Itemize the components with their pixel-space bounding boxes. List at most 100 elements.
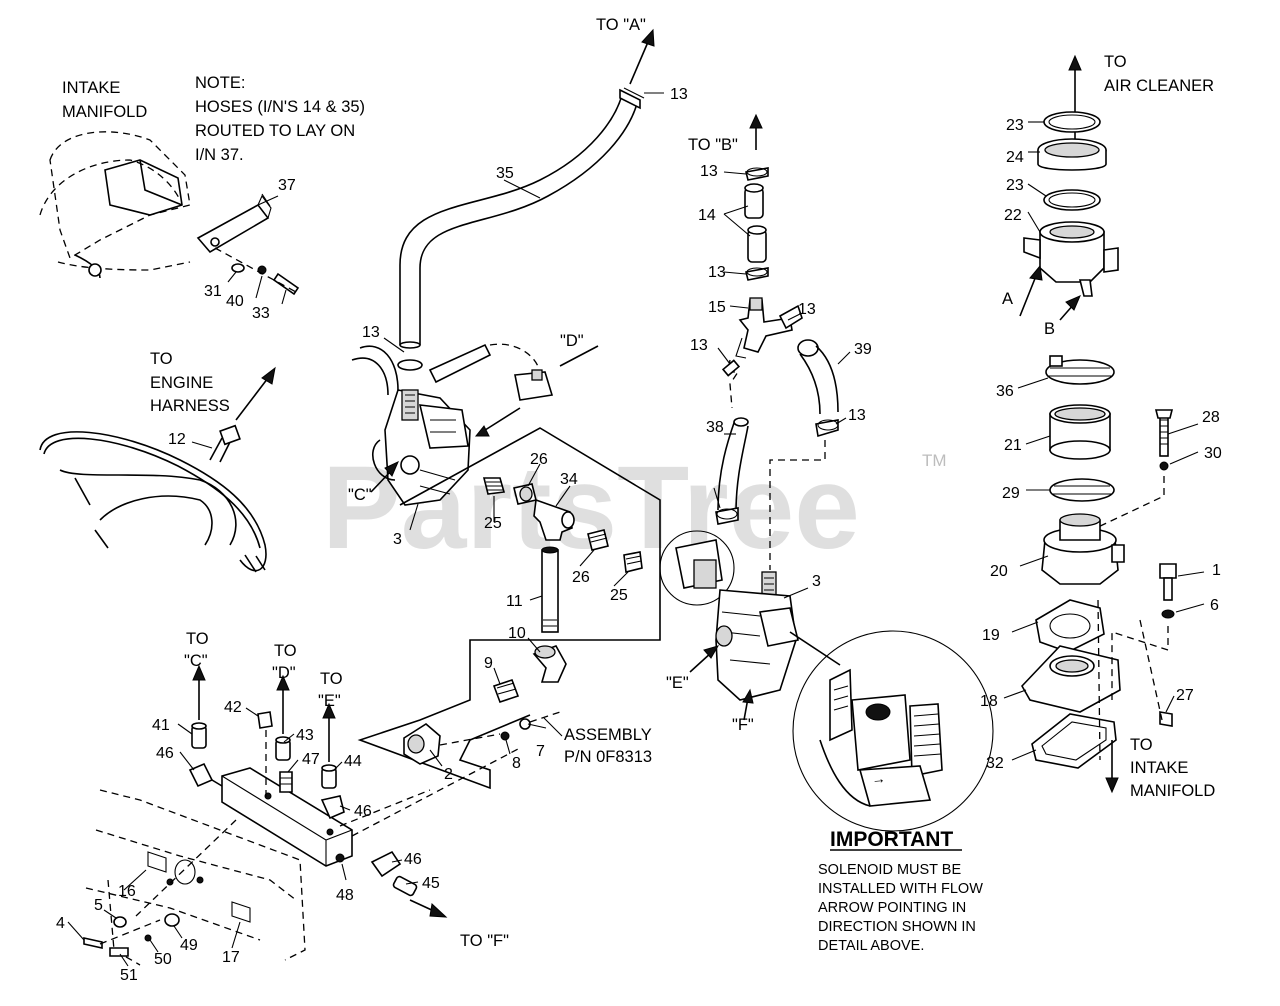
- part-label-39: 39: [854, 341, 872, 358]
- part-label-3-left: 3: [393, 531, 402, 548]
- part-label-27: 27: [1176, 687, 1194, 704]
- part-label-41: 41: [152, 717, 170, 734]
- part-label-4: 4: [56, 915, 65, 932]
- ring-24: [1037, 138, 1107, 171]
- cap-45: [392, 875, 418, 897]
- part-label-45: 45: [422, 875, 440, 892]
- arrowhead-e: [703, 645, 720, 659]
- solenoid-flow-arrow-text: →: [871, 770, 886, 787]
- part-label-51: 51: [120, 967, 138, 984]
- callout-f: "F": [732, 716, 754, 734]
- washer-8: [500, 731, 510, 741]
- arrow-c: [370, 469, 393, 493]
- watermark-tm: TM: [922, 451, 947, 470]
- arrowhead-a: [1029, 264, 1043, 281]
- part-label-38: 38: [706, 419, 724, 436]
- to-d-label: TO "D": [272, 642, 301, 682]
- part-label-46-left: 46: [156, 745, 174, 762]
- clamp-13-b: [745, 167, 769, 181]
- tee-15: [735, 297, 793, 359]
- fitting-26-top: [513, 483, 537, 505]
- to-a-label: TO "A": [596, 16, 646, 34]
- connector-d: [514, 369, 554, 401]
- nut-30: [1159, 461, 1169, 471]
- assembly-outline: [357, 427, 661, 790]
- part-label-20: 20: [990, 563, 1008, 580]
- part-label-13-f: 13: [798, 301, 816, 318]
- nut-27: [1159, 711, 1173, 727]
- clamp-36: [1045, 355, 1115, 385]
- washer-6: [1161, 609, 1175, 619]
- gasket-32: [1031, 713, 1117, 769]
- part-label-2: 2: [444, 766, 453, 783]
- bolt-51: [109, 947, 129, 957]
- fitting-46-bottom: [370, 850, 402, 878]
- part-label-48: 48: [336, 887, 354, 904]
- arrowhead-to-e: [322, 702, 336, 719]
- dash-hardware: [99, 919, 161, 945]
- clamp-13-c: [745, 267, 769, 281]
- clamp-13-f: [715, 507, 739, 525]
- clamp-13-e: [815, 419, 839, 438]
- part-label-25-left: 25: [484, 515, 502, 532]
- part-label-37: 37: [278, 177, 296, 194]
- elbow-10: [532, 645, 567, 683]
- callout-e: "E": [666, 674, 689, 692]
- regulator-3-left: [371, 359, 471, 506]
- stud-28: [1154, 409, 1174, 457]
- hose-35: [399, 94, 639, 349]
- dash-block-to-panel: [135, 819, 237, 917]
- part-label-9: 9: [484, 655, 493, 672]
- leader-lines: [67, 92, 1205, 967]
- hardware-31-40-33: [214, 247, 300, 296]
- hoses-note: NOTE: HOSES (I/N'S 14 & 35) ROUTED TO LA…: [195, 74, 370, 164]
- part-label-33: 33: [252, 305, 270, 322]
- arrowhead-f: [742, 688, 754, 704]
- arrowhead-to-intake: [1105, 777, 1119, 794]
- washer-5: [113, 916, 127, 928]
- arrowhead-d: [474, 425, 490, 437]
- part-label-42: 42: [224, 699, 242, 716]
- part-label-30: 30: [1204, 445, 1222, 462]
- part-label-13-b: 13: [362, 324, 380, 341]
- part-label-31: 31: [204, 283, 222, 300]
- important-title: IMPORTANT: [830, 828, 953, 851]
- part-label-26-top: 26: [530, 451, 548, 468]
- to-b-label: TO "B": [688, 136, 738, 154]
- to-c-label: TO "C": [184, 630, 213, 670]
- arrowhead-to-b: [749, 113, 763, 129]
- part-label-15: 15: [708, 299, 726, 316]
- part-label-14: 14: [698, 207, 716, 224]
- clamp-29: [1049, 478, 1115, 502]
- arrowhead-engine-harness: [261, 366, 276, 385]
- arrow-to-a: [629, 41, 649, 85]
- arrowhead-to-a: [641, 28, 655, 47]
- part-label-25-mid: 25: [610, 587, 628, 604]
- nut-49: [164, 913, 180, 927]
- dash-block-to-assembly: [339, 747, 521, 837]
- part-37-bracket: [196, 194, 279, 254]
- fitting-26-mid: [587, 529, 609, 551]
- part-label-46-mid: 46: [354, 803, 372, 820]
- bolt-4: [83, 937, 103, 949]
- solenoid-detail: →: [792, 630, 994, 832]
- throttle-body-20: [1041, 513, 1125, 585]
- clamp-13-top: [619, 87, 645, 110]
- hose-stub-left-2: [359, 345, 399, 391]
- callout-a: A: [1002, 290, 1013, 308]
- part-label-21: 21: [1004, 437, 1022, 454]
- part-label-29: 29: [1002, 485, 1020, 502]
- part-label-32: 32: [986, 755, 1004, 772]
- arrow-d-to-reg: [481, 407, 521, 433]
- washer-50: [144, 934, 152, 942]
- engine-harness-part-12: [39, 424, 267, 573]
- arrowhead-to-d: [276, 674, 290, 691]
- part-label-10: 10: [508, 625, 526, 642]
- callout-b: B: [1044, 320, 1055, 338]
- part-label-19: 19: [982, 627, 1000, 644]
- part-label-50: 50: [154, 951, 172, 968]
- air-cleaner-label: TO AIR CLEANER: [1104, 53, 1214, 95]
- to-e-label: TO "E": [318, 670, 347, 710]
- cap-43: [275, 736, 291, 761]
